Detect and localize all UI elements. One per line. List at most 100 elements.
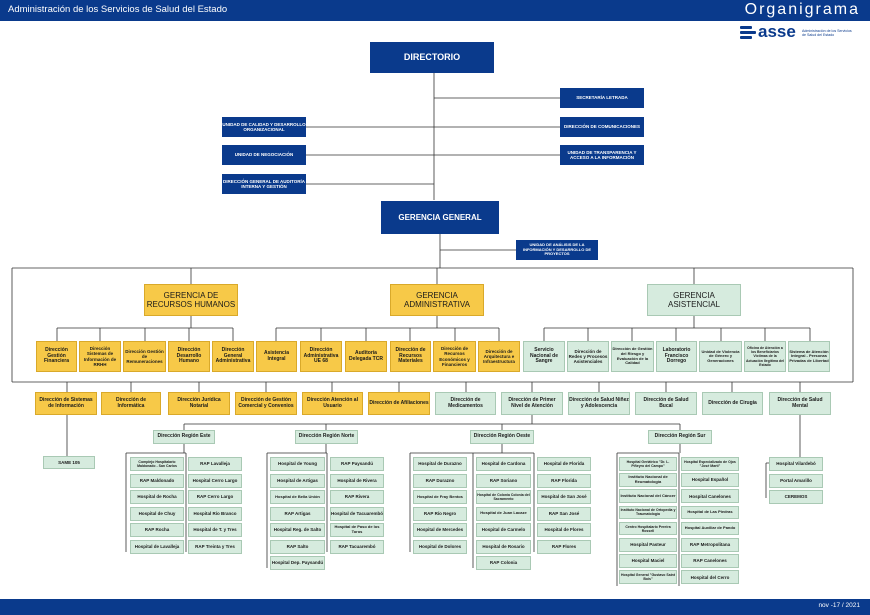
- hospital-item: Instituto Nacional de Reumatología: [619, 473, 677, 487]
- hospital-item: RAP Paysandú: [330, 457, 384, 471]
- hospital-item: Hospital del Cerro: [681, 570, 739, 585]
- hospital-item: RAP Artigas: [270, 506, 325, 521]
- direccion-recursos-materiales-box: Dirección de Recursos Materiales: [390, 341, 431, 372]
- hospital-item: Hospital Canelones: [681, 489, 739, 504]
- hospital-item: Portal Amarillo: [769, 473, 823, 488]
- hospital-item: RAP Maldonado: [130, 473, 184, 488]
- hospital-item: RAP Durazno: [413, 473, 467, 488]
- logo-name: asse: [758, 22, 796, 41]
- direccion-cirugia-box: Dirección de Cirugía: [702, 392, 763, 415]
- revision-date: nov -17 / 2021: [818, 602, 860, 609]
- gerencia-general-box: GERENCIA GENERAL: [381, 201, 499, 234]
- hospital-item: RAP Rivera: [330, 490, 384, 504]
- hospital-item: Hospital Especializado de Ojos "José Mar…: [681, 457, 739, 471]
- sistema-atencion-integral-box: Sistema de Atención Integral - Personas …: [788, 341, 830, 372]
- direccion-gestion-financiera-box: Dirección Gestión Financiera: [36, 341, 77, 372]
- direccion-comunicaciones-box: DIRECCIÓN DE COMUNICACIONES: [560, 117, 644, 137]
- oficina-atencion-beneficiarios-box: Oficina de Atención a los Beneficiarios …: [744, 341, 786, 372]
- unidad-calidad-box: UNIDAD DE CALIDAD Y DESARROLLO ORGANIZAC…: [222, 117, 306, 137]
- gerencia-rrhh-box: GERENCIA DE RECURSOS HUMANOS: [144, 284, 238, 316]
- direccion-region-oeste-box: Dirección Región Oeste: [470, 430, 534, 444]
- unidad-transparencia-box: UNIDAD DE TRANSPARENCIA Y ACCESO A LA IN…: [560, 145, 644, 165]
- direccion-general-administrativa-box: Dirección General Administrativa: [212, 341, 254, 372]
- direccion-afiliaciones-box: Dirección de Afiliaciones: [368, 392, 430, 415]
- servicio-nacional-sangre-box: Servicio Nacional de Sangre: [523, 341, 565, 372]
- hospital-item: Hospital de T. y Tres: [188, 523, 242, 537]
- hospital-item: Hospital de Rosario: [476, 539, 531, 554]
- direccion-salud-bucal-box: Dirección de Salud Bucal: [635, 392, 697, 415]
- gerencia-asistencial-box: GERENCIA ASISTENCIAL: [647, 284, 741, 316]
- hospital-item: Hospital Maciel: [619, 554, 677, 568]
- hospital-item: Hospital Auxiliar de Pando: [681, 521, 739, 536]
- hospital-item: RAP Treinta y Tres: [188, 539, 242, 554]
- hospital-item: Hospital de Lavalleja: [130, 539, 184, 554]
- direccion-region-norte-box: Dirección Región Norte: [295, 430, 358, 444]
- hospital-item: Hospital Dep. Paysandú: [270, 556, 325, 570]
- hospital-item: RAP Florida: [537, 473, 591, 488]
- direccion-medicamentos-box: Dirección de Medicamentos: [435, 392, 496, 415]
- direccion-sistemas-informacion-box: Dirección de Sistemas de Información: [35, 392, 97, 415]
- direccion-recursos-economicos-box: Dirección de Recursos Económicos y Finan…: [433, 341, 476, 372]
- hospital-item: Instituto Nacional de Ortopedia y Trauma…: [619, 505, 677, 520]
- hospital-item: RAP Salto: [270, 539, 325, 554]
- direccion-gestion-riesgo-box: Dirección de Gestión del Riesgo y Evalua…: [611, 341, 654, 372]
- hospital-item: Hospital de Paso de los Toros: [330, 523, 384, 537]
- hospital-item: RAP Colonia: [476, 556, 531, 570]
- hospital-item: Hospital Pasteur: [619, 538, 677, 552]
- hospital-item: Hospital de Juan Lacaze: [476, 506, 531, 521]
- hospital-item: RAP Río Negro: [413, 506, 467, 521]
- hospital-item: Hospital de Rivera: [330, 473, 384, 488]
- hospital-item: Hospital de Bella Unión: [270, 490, 325, 504]
- hospital-item: Hospital de San José: [537, 490, 591, 504]
- auditoria-delegada-box: Auditoría Delegada TCR: [345, 341, 387, 372]
- hospital-item: CEREMOS: [769, 490, 823, 504]
- hospital-item: RAP Tacuarembó: [330, 539, 384, 554]
- hospital-item: Hospital Reg. de Salto: [270, 523, 325, 537]
- hospital-item: Hospital de Tacuarembó: [330, 506, 384, 521]
- auditoria-interna-box: DIRECCIÓN GENERAL DE AUDITORÍA INTERNA Y…: [222, 174, 306, 194]
- direccion-desarrollo-humano-box: Dirección Desarrollo Humano: [168, 341, 210, 372]
- hospital-item: Hospital Cerro Largo: [188, 473, 242, 488]
- direccion-region-sur-box: Dirección Región Sur: [648, 430, 712, 444]
- direccion-gestion-comercial-box: Dirección de Gestión Comercial y Conveni…: [235, 392, 297, 415]
- hospital-item: Hospital de Young: [270, 457, 325, 471]
- direccion-ninez-box: Dirección de Salud Niñez y Adolescencia: [568, 392, 630, 415]
- logo-subtitle: Administración de los Servicios de Salud…: [802, 29, 852, 37]
- direccion-salud-mental-box: Dirección de Salud Mental: [769, 392, 831, 415]
- hospital-item: Hospital de Mercedes: [413, 523, 467, 537]
- hospital-item: Hospital Río Branco: [188, 506, 242, 521]
- direccion-administrativa-ue68-box: Dirección Administrativa UE 68: [300, 341, 342, 372]
- hospital-item: RAP Metropolitana: [681, 538, 739, 552]
- hospital-item: Hospital de Colonia Colonia del Sacramen…: [476, 490, 531, 504]
- hospital-item: Hospital de Florida: [537, 457, 591, 471]
- asistencia-integral-box: Asistencia Integral: [256, 341, 297, 372]
- direccion-juridica-box: Dirección Jurídica Notarial: [168, 392, 230, 415]
- hospital-item: Hospital de Rocha: [130, 490, 184, 504]
- asse-logo: asse Administración de los Servicios de …: [740, 22, 852, 44]
- hospital-item: Hospital de Flores: [537, 523, 591, 537]
- direccion-atencion-usuario-box: Dirección Atención al Usuario: [302, 392, 363, 415]
- hospital-item: RAP Soriano: [476, 473, 531, 488]
- hospital-item: RAP Lavalleja: [188, 457, 242, 471]
- hospital-item: Hospital de Artigas: [270, 473, 325, 488]
- hospital-item: Hospital Español: [681, 473, 739, 487]
- direccion-informatica-box: Dirección de Informática: [101, 392, 161, 415]
- same-105-box: SAME 105: [43, 456, 95, 469]
- secretaria-letrada-box: SECRETARÍA LETRADA: [560, 88, 644, 108]
- organigrama-title: Organigrama: [744, 1, 860, 18]
- bottom-banner: nov -17 / 2021: [0, 599, 870, 615]
- direccion-remuneraciones-box: Dirección Gestión de Remuneraciones: [123, 341, 166, 372]
- unidad-violencia-genero-box: Unidad de Violencia de Género y Generaci…: [699, 341, 742, 372]
- hospital-item: RAP Cerro Largo: [188, 490, 242, 504]
- hospital-item: Centro Hospitalario Pereira Rossell: [619, 521, 677, 536]
- hospital-item: Hospital de Chuy: [130, 506, 184, 521]
- direccion-redes-procesos-box: Dirección de Redes y Procesos Asistencia…: [567, 341, 609, 372]
- direccion-sistemas-rrhh-box: Dirección Sistemas de Información de RRH…: [79, 341, 121, 372]
- top-banner: Administración de los Servicios de Salud…: [0, 0, 870, 21]
- hospital-item: Instituto Nacional del Cáncer: [619, 489, 677, 504]
- unidad-negociacion-box: UNIDAD DE NEGOCIACIÓN: [222, 145, 306, 165]
- hospital-item: Complejo Hospitalario Maldonado - San Ca…: [130, 457, 184, 471]
- direccion-primer-nivel-box: Dirección de Primer Nivel de Atención: [501, 392, 563, 415]
- hospital-item: Hospital de Durazno: [413, 457, 467, 471]
